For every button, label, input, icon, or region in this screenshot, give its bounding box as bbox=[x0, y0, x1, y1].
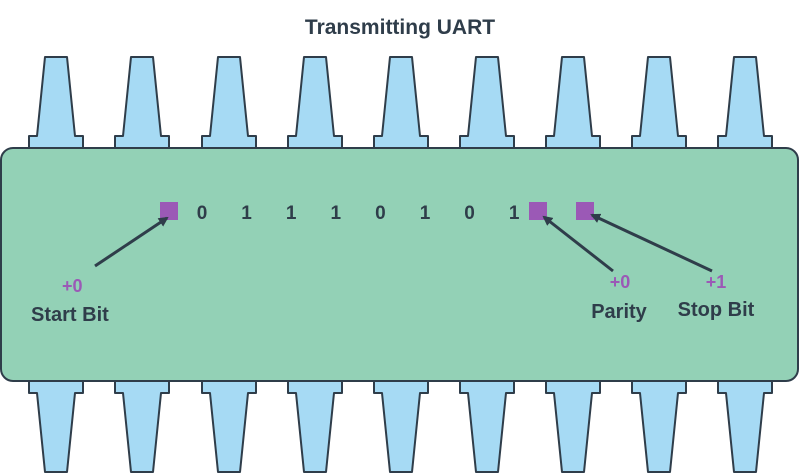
chip-pin-top bbox=[287, 56, 343, 161]
data-bit: 1 bbox=[420, 203, 431, 224]
parity-bit-arrow bbox=[542, 215, 614, 273]
stop-bit-arrow bbox=[590, 213, 713, 273]
chip-pin-bottom bbox=[373, 368, 429, 473]
start-bit-marker bbox=[160, 202, 178, 220]
stop-bit-label: Stop Bit bbox=[678, 299, 755, 321]
start-bit-arrow bbox=[94, 216, 169, 268]
chip-pin-top bbox=[459, 56, 515, 161]
chip-pin-bottom bbox=[545, 368, 601, 473]
diagram-title: Transmitting UART bbox=[304, 16, 496, 39]
start-bit-label: Start Bit bbox=[31, 304, 109, 326]
parity-bit-label: Parity bbox=[591, 301, 647, 323]
parity-bit-value: +0 bbox=[610, 272, 631, 292]
chip-pin-top bbox=[114, 56, 170, 161]
chip-pin-top bbox=[373, 56, 429, 161]
chip-pin-bottom bbox=[114, 368, 170, 473]
chip-pin-bottom bbox=[459, 368, 515, 473]
data-bits: 0 1 1 1 0 1 0 1 bbox=[197, 203, 520, 224]
chip-body bbox=[0, 147, 799, 382]
top-pins bbox=[28, 56, 773, 161]
data-bit: 0 bbox=[464, 203, 475, 224]
parity-bit-marker bbox=[529, 202, 547, 220]
data-bit: 0 bbox=[375, 203, 386, 224]
stop-bit-value: +1 bbox=[706, 272, 727, 292]
data-bit: 1 bbox=[509, 203, 520, 224]
data-bit: 1 bbox=[241, 203, 252, 224]
chip-pin-top bbox=[201, 56, 257, 161]
chip-pin-top bbox=[631, 56, 687, 161]
chip-pin-top bbox=[545, 56, 601, 161]
chip-pin-bottom bbox=[287, 368, 343, 473]
chip-pin-bottom bbox=[631, 368, 687, 473]
data-bit: 1 bbox=[286, 203, 297, 224]
chip-pin-top bbox=[717, 56, 773, 161]
data-bit: 1 bbox=[331, 203, 342, 224]
chip-pin-bottom bbox=[201, 368, 257, 473]
start-bit-value: +0 bbox=[62, 276, 83, 296]
data-bit: 0 bbox=[197, 203, 208, 224]
chip-pin-bottom bbox=[717, 368, 773, 473]
stop-bit-marker bbox=[576, 202, 594, 220]
chip-pin-bottom bbox=[28, 368, 84, 473]
bottom-pins bbox=[28, 368, 773, 473]
chip-pin-top bbox=[28, 56, 84, 161]
